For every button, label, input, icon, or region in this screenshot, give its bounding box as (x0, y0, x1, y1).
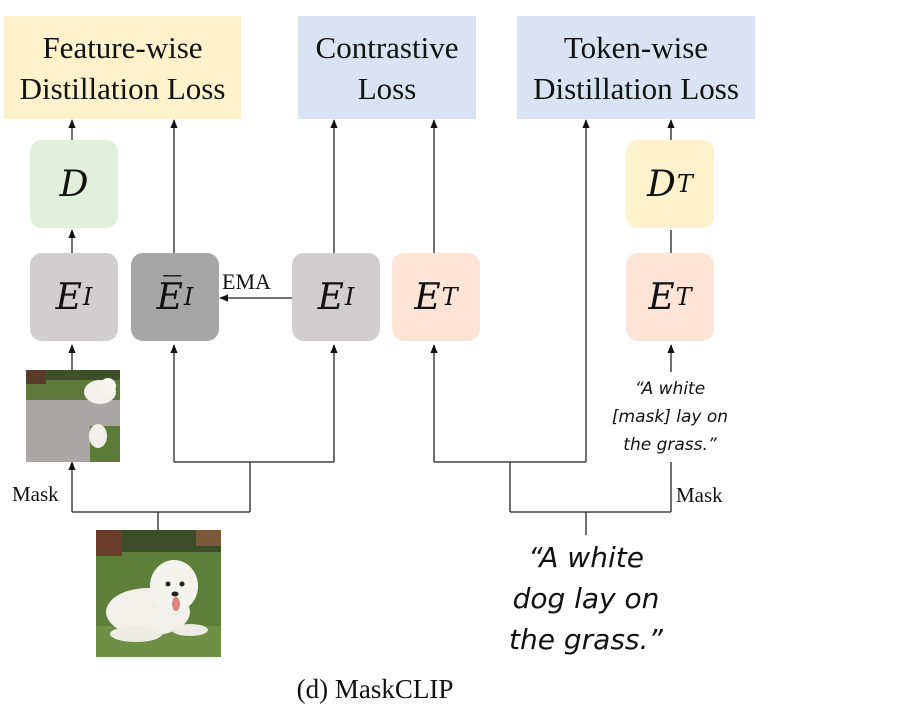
text-encoder-letter: E (414, 276, 441, 318)
contrastive-loss-box: Contrastive Loss (298, 16, 476, 119)
feature-wise-loss-box: Feature-wise Distillation Loss (4, 16, 241, 119)
text-decoder-letter: D (647, 163, 676, 205)
ema-label: EMA (222, 269, 271, 294)
decoder-box: D (30, 140, 118, 228)
mask-label-left: Mask (12, 482, 59, 506)
masked-dog-image-drawing (26, 370, 120, 462)
image-encoder-subscript: I (344, 283, 355, 311)
decoder-letter: D (59, 163, 89, 205)
caption-text: “A white dog lay on the grass.” (509, 541, 663, 656)
token-wise-loss-box: Token-wise Distillation Loss (517, 16, 755, 119)
text-encoder-subscript: T (441, 283, 458, 311)
masked-text-encoder-subscript: T (675, 283, 692, 311)
dog-image-drawing (96, 530, 221, 657)
masked-dog-image (26, 370, 120, 462)
text-decoder-subscript: T (676, 170, 693, 198)
masked-caption-text: “A white [mask] lay on the grass.” (611, 379, 729, 455)
masked-image-encoder-subscript: I (82, 283, 93, 311)
ema-image-encoder-subscript: I (183, 283, 194, 311)
mask-label-right: Mask (676, 483, 723, 507)
ema-image-encoder-letter: E̅ (156, 276, 183, 318)
ema-image-encoder-box: E̅I (131, 253, 219, 341)
image-encoder-letter: E (317, 276, 344, 318)
masked-image-encoder-letter: E (55, 276, 82, 318)
figure-caption: (d) MaskCLIP (296, 674, 454, 704)
dog-image (96, 530, 221, 657)
masked-text-encoder-letter: E (648, 276, 675, 318)
